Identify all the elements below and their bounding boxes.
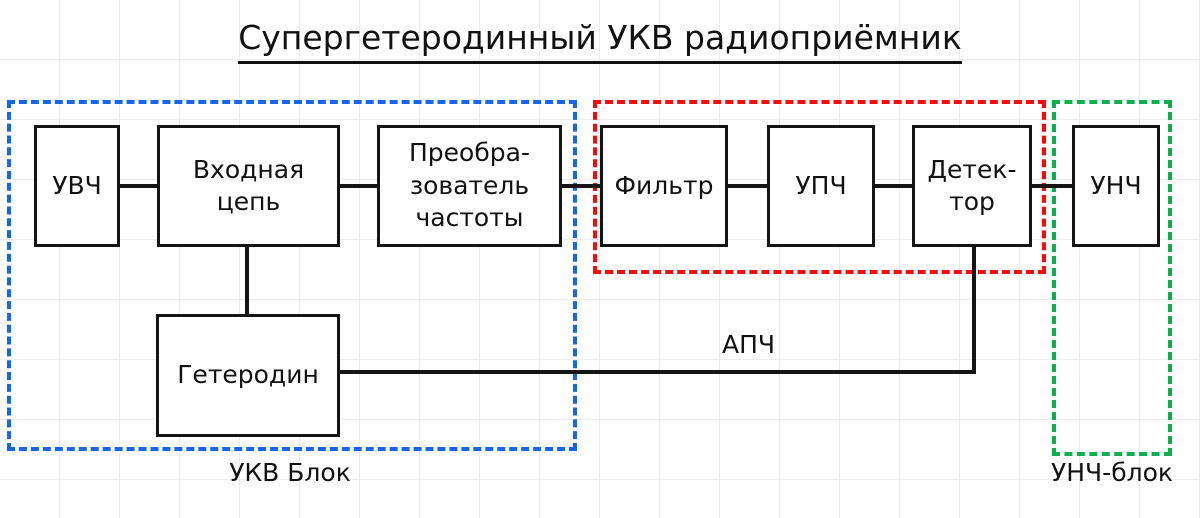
- block-input-circuit-label: Входная цепь: [193, 154, 304, 219]
- block-frequency-converter-line1: Преобра-: [409, 138, 530, 168]
- block-frequency-converter[interactable]: Преобра- зователь частоты: [377, 125, 562, 247]
- block-frequency-converter-line3: частоты: [415, 203, 524, 233]
- block-oscillator[interactable]: Гетеродин: [156, 314, 340, 437]
- block-unch-label: УНЧ: [1090, 170, 1142, 200]
- block-frequency-converter-label: Преобра- зователь частоты: [409, 137, 530, 235]
- wire-converter-to-filter: [558, 184, 602, 188]
- block-filter[interactable]: Фильтр: [600, 125, 728, 247]
- block-upch-label: УПЧ: [795, 170, 847, 200]
- block-upch[interactable]: УПЧ: [767, 125, 875, 247]
- block-input-circuit-line2: цепь: [216, 187, 281, 216]
- block-unch[interactable]: УНЧ: [1072, 125, 1160, 247]
- group-frame-ukv-block: [7, 100, 577, 451]
- block-detector-label: Детек- тор: [928, 154, 1017, 219]
- block-detector-line2: тор: [949, 187, 995, 216]
- wire-label-apch: АПЧ: [722, 330, 776, 359]
- page-title: Супергетеродинный УКВ радиоприёмник: [0, 18, 1200, 64]
- block-uvch-label: УВЧ: [52, 170, 102, 200]
- wire-apch-vertical: [972, 244, 976, 374]
- group-label-unch-block: УНЧ-блок: [1051, 458, 1173, 487]
- block-input-circuit-line1: Входная: [192, 154, 305, 184]
- group-label-ukv-block: УКВ Блок: [229, 458, 351, 487]
- block-frequency-converter-line2: зователь: [409, 170, 530, 200]
- block-uvch[interactable]: УВЧ: [34, 125, 120, 247]
- page-title-text: Супергетеродинный УКВ радиоприёмник: [238, 18, 962, 64]
- wire-input-to-oscillator: [245, 244, 249, 316]
- wire-uvch-to-input: [118, 184, 161, 188]
- block-oscillator-label: Гетеродин: [177, 360, 319, 390]
- block-detector[interactable]: Детек- тор: [912, 125, 1032, 247]
- wire-upch-to-detector: [871, 184, 914, 188]
- wire-apch-horizontal: [336, 370, 976, 374]
- block-filter-label: Фильтр: [614, 170, 714, 200]
- block-detector-line1: Детек-: [927, 154, 1017, 184]
- wire-detector-to-unch: [1028, 184, 1074, 188]
- wire-filter-to-upch: [724, 184, 769, 188]
- wire-input-to-converter: [336, 184, 381, 188]
- block-input-circuit[interactable]: Входная цепь: [157, 125, 340, 247]
- group-frame-unch-block: [1052, 100, 1172, 456]
